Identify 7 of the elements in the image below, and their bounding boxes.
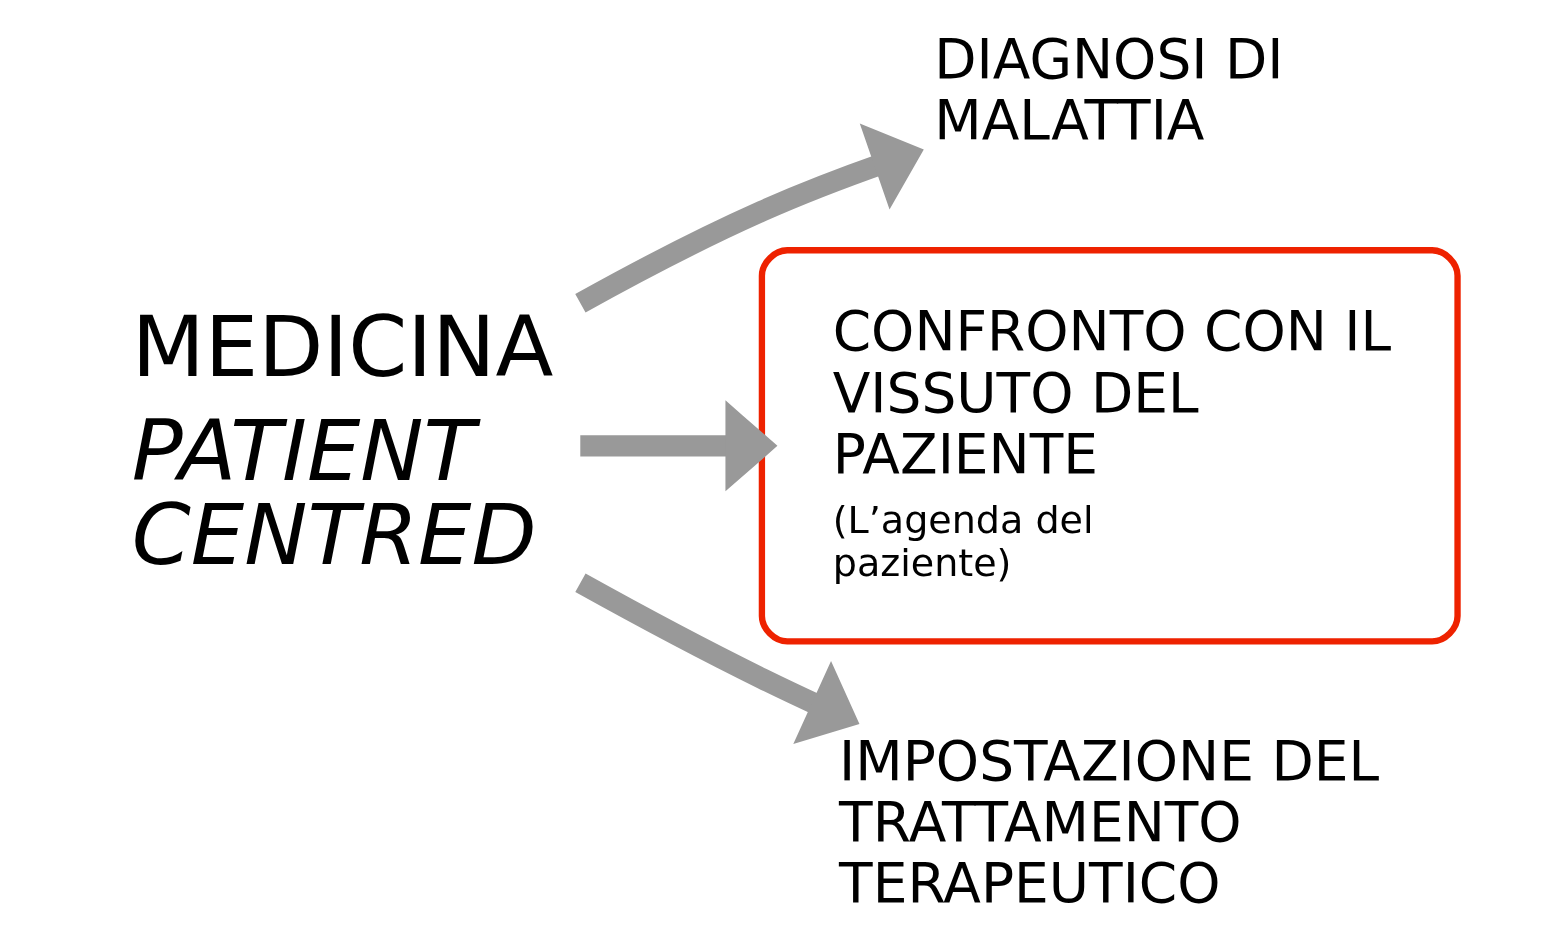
- node-text: IMPOSTAZIONE DEL TRATTAMENTO TERAPEUTICO: [838, 728, 1379, 916]
- arrow: [579, 400, 777, 492]
- arrow: [574, 123, 924, 313]
- node-text: DIAGNOSI DI MALATTIA: [933, 26, 1284, 152]
- arrow: [574, 573, 859, 744]
- node-box: CONFRONTO CON IL VISSUTO DEL PAZIENTE (L’agenda del paziente): [758, 247, 1461, 645]
- node-text: MEDICINA PATIENT CENTRED: [131, 298, 553, 585]
